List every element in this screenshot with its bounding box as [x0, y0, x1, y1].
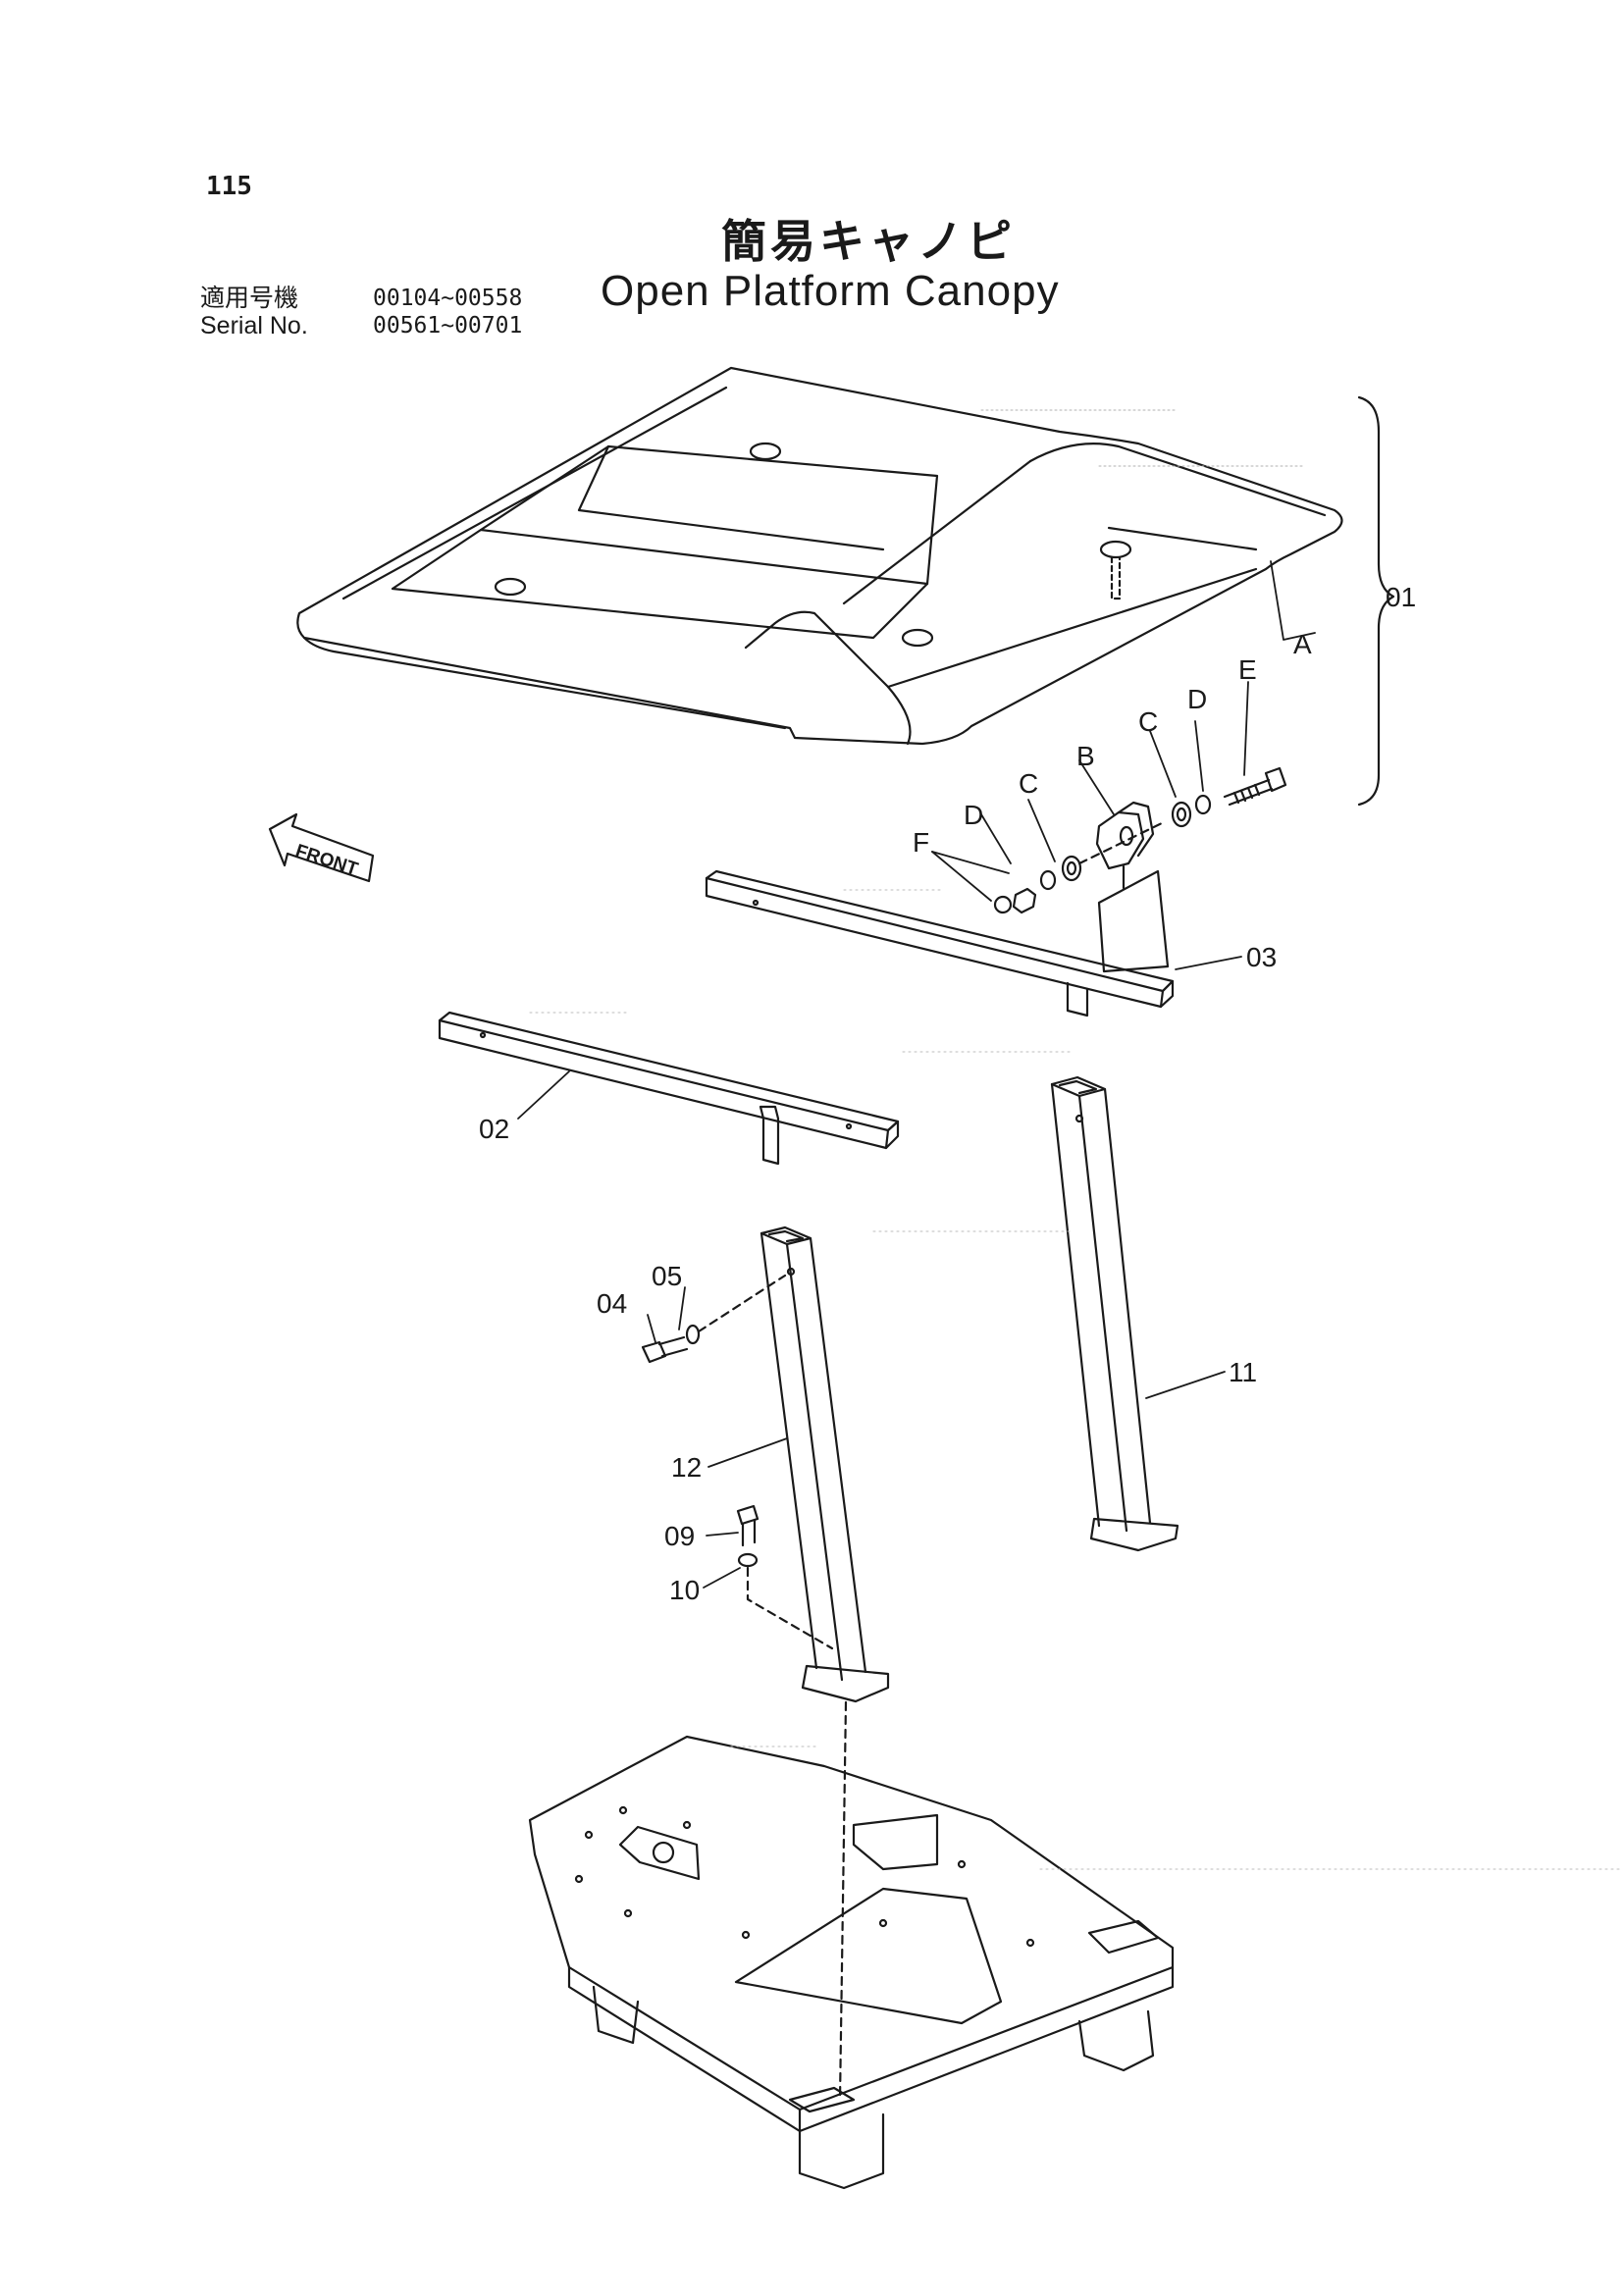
beam-03: [705, 869, 1175, 1017]
callout-e: E: [1238, 654, 1257, 685]
bolt-09-washer-10: [736, 1504, 848, 2102]
beam-02: [438, 1011, 900, 1166]
hinge-hardware: [993, 766, 1287, 914]
page-number: 115: [206, 172, 252, 201]
callout-10: 10: [669, 1575, 700, 1605]
callout-05: 05: [652, 1261, 682, 1291]
serial-label-en: Serial No.: [200, 312, 308, 339]
title-japanese: 簡易キャノピ: [721, 215, 1016, 268]
callout-09: 09: [664, 1521, 695, 1551]
callout-02: 02: [479, 1114, 509, 1144]
title-english: Open Platform Canopy: [601, 267, 1060, 315]
callout-03: 03: [1246, 942, 1277, 972]
serial-row-2: Serial No. 00561~00701: [200, 312, 522, 339]
callout-b: B: [1076, 741, 1095, 771]
callout-d-right: D: [1187, 684, 1207, 714]
callout-a: A: [1293, 629, 1312, 659]
callout-04: 04: [597, 1288, 627, 1319]
callout-f: F: [913, 827, 929, 858]
serial-block: 適用号機 00104~00558 Serial No. 00561~00701: [200, 285, 522, 339]
serial-range-2: 00561~00701: [373, 313, 523, 339]
canopy-roof: [296, 366, 1343, 746]
serial-range-1: 00104~00558: [373, 286, 523, 311]
post-12: [760, 1225, 890, 1703]
callout-d-left: D: [964, 800, 983, 830]
assembly-brace: [1357, 395, 1395, 807]
callout-01: 01: [1386, 582, 1416, 612]
serial-row-1: 適用号機 00104~00558: [200, 285, 522, 312]
construction-lines: [529, 889, 1620, 1870]
callout-12: 12: [671, 1452, 702, 1483]
post-11: [1050, 1075, 1179, 1552]
serial-label-jp: 適用号機: [200, 285, 299, 312]
front-arrow-icon: FRONT: [268, 812, 375, 883]
bolt-04-washer-05: [641, 1274, 787, 1364]
callout-c-left: C: [1019, 768, 1038, 799]
callout-11: 11: [1229, 1357, 1257, 1387]
leader-lines: [517, 560, 1316, 1589]
callout-c-right: C: [1138, 706, 1158, 737]
callout-labels: 01 02 03 04 05 09 10 11 12 A B C C D D E…: [479, 582, 1416, 1605]
floor-platform: [528, 1735, 1175, 2190]
